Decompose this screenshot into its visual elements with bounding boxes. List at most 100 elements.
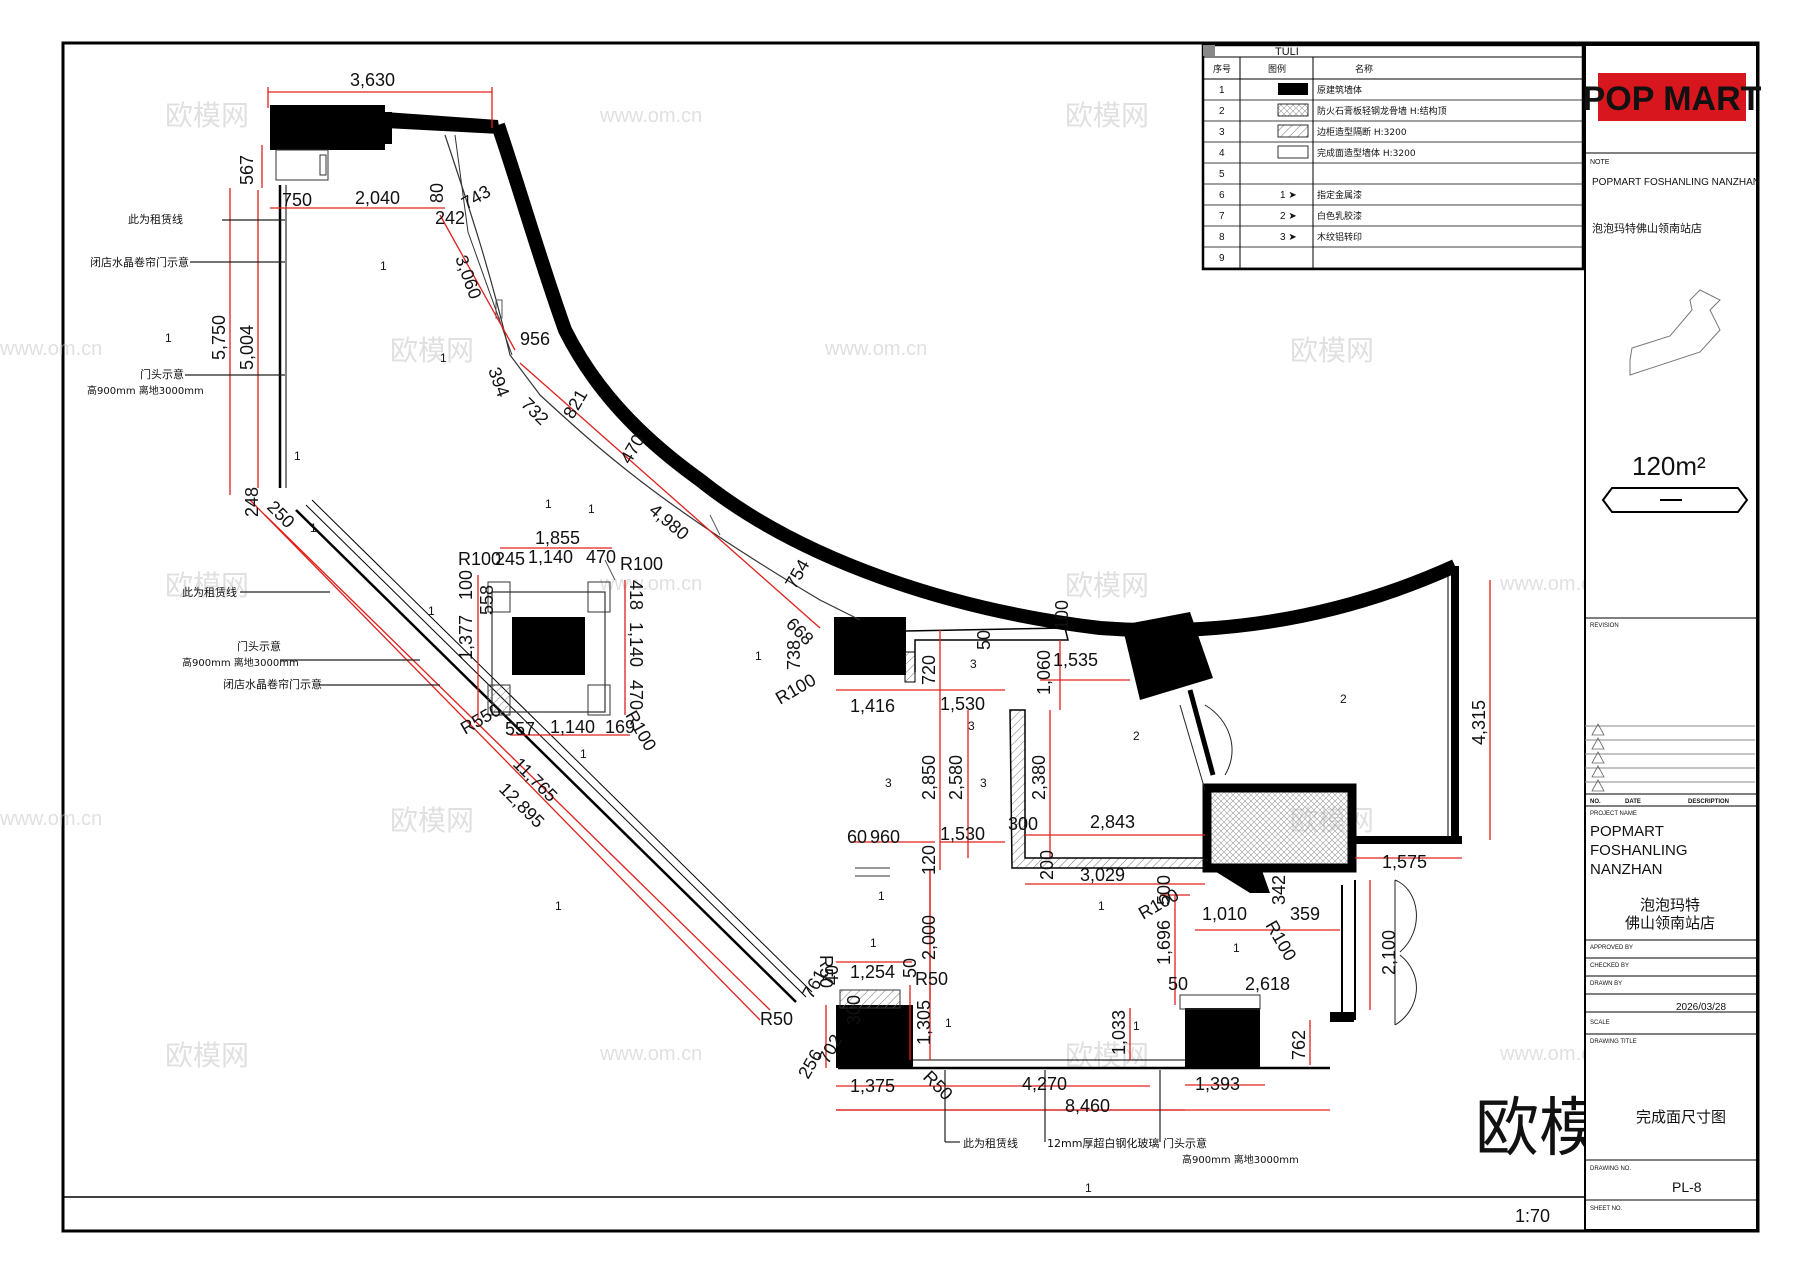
- legend-row-name: 原建筑墙体: [1317, 84, 1362, 96]
- svg-text:1,140: 1,140: [626, 622, 646, 667]
- svg-text:SCALE: SCALE: [1590, 1020, 1610, 1026]
- svg-text:2,000: 2,000: [919, 915, 939, 960]
- svg-text:1,535: 1,535: [1053, 650, 1098, 670]
- column-island: [512, 617, 585, 675]
- svg-text:1: 1: [165, 331, 172, 345]
- svg-text:248: 248: [242, 487, 262, 517]
- svg-text:200: 200: [1037, 850, 1057, 880]
- svg-text:470: 470: [626, 680, 646, 710]
- svg-text:1,140: 1,140: [550, 717, 595, 737]
- svg-text:闭店水晶卷帘门示意: 闭店水晶卷帘门示意: [223, 677, 322, 691]
- svg-text:www.om.cn: www.om.cn: [599, 573, 702, 595]
- legend-row-no: 6: [1219, 190, 1225, 201]
- svg-text:完成面尺寸图: 完成面尺寸图: [1636, 1108, 1726, 1126]
- svg-text:泡泡玛特佛山领南站店: 泡泡玛特佛山领南站店: [1592, 221, 1702, 235]
- svg-text:www.om.cn: www.om.cn: [0, 808, 102, 830]
- svg-text:R50: R50: [915, 969, 948, 989]
- svg-text:1,010: 1,010: [1202, 904, 1247, 924]
- svg-text:120m²: 120m²: [1632, 451, 1706, 481]
- svg-text:欧模网: 欧模网: [1290, 334, 1374, 367]
- svg-text:4,270: 4,270: [1022, 1074, 1067, 1094]
- svg-text:40: 40: [822, 965, 842, 985]
- legend-swatch: [1278, 83, 1308, 95]
- watermarks: 欧模网 www.om.cn 欧模网 欧模网 www.om.cn 欧模网 www.…: [0, 99, 1667, 1166]
- svg-text:高900mm 离地3000mm: 高900mm 离地3000mm: [1182, 1153, 1299, 1166]
- svg-text:TULI: TULI: [1275, 46, 1299, 58]
- legend-row-no: 2: [1219, 106, 1225, 117]
- svg-text:2,380: 2,380: [1029, 755, 1049, 800]
- svg-text:1: 1: [440, 351, 447, 365]
- svg-text:www.om.cn: www.om.cn: [1499, 1043, 1602, 1065]
- svg-text:5,004: 5,004: [237, 325, 257, 370]
- svg-text:750: 750: [282, 190, 312, 210]
- svg-text:欧模网: 欧模网: [1065, 99, 1149, 132]
- legend-row-name: 指定金属漆: [1317, 189, 1362, 201]
- svg-text:2: 2: [1340, 692, 1347, 706]
- svg-text:R50: R50: [760, 1009, 793, 1029]
- svg-text:www.om.cn: www.om.cn: [0, 338, 102, 360]
- svg-text:250: 250: [263, 497, 298, 532]
- svg-text:1: 1: [1098, 899, 1105, 913]
- legend-row: 6 1 ➤ 指定金属漆: [1203, 189, 1583, 206]
- door-right-bottom: [1394, 879, 1417, 1026]
- svg-text:NO.: NO.: [1590, 799, 1601, 805]
- svg-text:泡泡玛特: 泡泡玛特: [1640, 896, 1700, 914]
- svg-text:50: 50: [900, 958, 920, 978]
- legend-row-no: 9: [1219, 253, 1225, 264]
- title-block: POP MART NOTE POPMART FOSHANLING NANZHAN…: [1583, 44, 1762, 1231]
- svg-text:1: 1: [555, 899, 562, 913]
- svg-text:100: 100: [1052, 600, 1072, 630]
- svg-text:R100: R100: [458, 549, 501, 569]
- svg-text:120: 120: [919, 845, 939, 875]
- svg-text:2,580: 2,580: [946, 755, 966, 800]
- svg-text:欧模网: 欧模网: [390, 804, 474, 837]
- svg-text:2,040: 2,040: [355, 188, 400, 208]
- legend-row: 9: [1203, 253, 1583, 269]
- svg-text:1: 1: [294, 449, 301, 463]
- svg-text:FOSHANLING: FOSHANLING: [1590, 842, 1688, 859]
- svg-text:1: 1: [428, 604, 435, 618]
- svg-text:R100: R100: [772, 670, 819, 709]
- svg-text:APPROVED BY: APPROVED BY: [1590, 945, 1633, 951]
- svg-text:3: 3: [980, 776, 987, 790]
- svg-text:1,575: 1,575: [1382, 852, 1427, 872]
- svg-text:5,750: 5,750: [209, 315, 229, 360]
- svg-text:高900mm 离地3000mm: 高900mm 离地3000mm: [182, 656, 299, 669]
- svg-text:1: 1: [545, 497, 552, 511]
- annotation-leaders: [185, 219, 1161, 1143]
- svg-text:80: 80: [427, 183, 447, 203]
- legend-row-name: 木纹铝转印: [1317, 231, 1362, 243]
- svg-text:342: 342: [1269, 875, 1289, 905]
- svg-text:4,315: 4,315: [1469, 700, 1489, 745]
- svg-text:960: 960: [870, 827, 900, 847]
- svg-text:www.om.cn: www.om.cn: [1499, 573, 1602, 595]
- svg-text:1: 1: [755, 649, 762, 663]
- svg-text:1: 1: [1085, 1181, 1092, 1195]
- svg-text:POP MART: POP MART: [1583, 80, 1762, 118]
- door-right-top: [1179, 704, 1233, 791]
- legend-row-name: 完成面造型墙体 H:3200: [1317, 147, 1416, 159]
- svg-text:8,460: 8,460: [1065, 1096, 1110, 1116]
- legend-row: 5: [1203, 169, 1583, 185]
- svg-text:762: 762: [1289, 1030, 1309, 1060]
- svg-text:754: 754: [781, 556, 813, 592]
- svg-text:NANZHAN: NANZHAN: [1590, 861, 1663, 878]
- legend-swatch: [1277, 124, 1309, 138]
- svg-text:1: 1: [588, 502, 595, 516]
- svg-text:REVISION: REVISION: [1590, 623, 1619, 629]
- revision-rows: [1585, 723, 1755, 792]
- svg-text:CHECKED BY: CHECKED BY: [1590, 963, 1629, 969]
- legend-row-no: 1: [1219, 85, 1225, 96]
- svg-text:557: 557: [505, 719, 535, 739]
- svg-text:佛山领南站店: 佛山领南站店: [1625, 914, 1715, 932]
- svg-text:门头示意: 门头示意: [237, 639, 281, 653]
- svg-text:2,850: 2,850: [919, 755, 939, 800]
- dimension-lines: [229, 87, 1491, 1111]
- legend-tag: 1 ➤: [1280, 190, 1297, 201]
- svg-text:1,530: 1,530: [940, 824, 985, 844]
- index-markers: 1 1 1 1 1 1 1 1 1 1 1 1 1 1 1 1 1 1 2 2 …: [165, 259, 1347, 1195]
- svg-text:闭店水晶卷帘门示意: 闭店水晶卷帘门示意: [90, 255, 189, 269]
